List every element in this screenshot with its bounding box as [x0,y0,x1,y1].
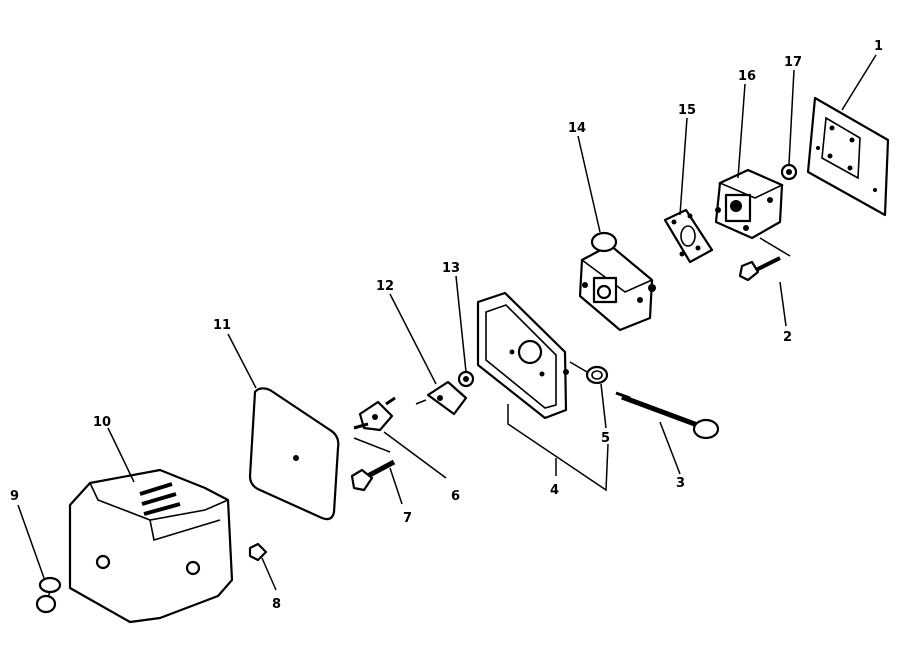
callout-4: 4 [550,483,559,498]
callout-3: 3 [676,476,685,491]
callout-1: 1 [874,39,883,54]
part-1-gasket [806,96,890,217]
part-5-fitting [569,361,609,385]
part-9-knob [35,576,62,614]
part-7-bolt [350,459,396,492]
callout-12: 12 [376,279,394,294]
callout-15: 15 [678,103,696,118]
callout-labels: 1 2 3 4 5 6 7 8 9 10 11 12 13 14 15 16 1… [10,39,883,612]
part-3-choke-rod [615,391,720,440]
part-2-bolt [738,256,781,282]
callout-6: 6 [451,489,460,504]
callout-14: 14 [568,121,586,136]
callout-11: 11 [213,318,231,333]
part-8-nut [248,542,268,562]
part-13-washer [457,370,475,388]
callout-17: 17 [784,55,802,70]
part-17-nut [780,163,798,181]
part-11-filter [248,387,340,521]
callout-13: 13 [442,261,460,276]
callout-9: 9 [10,489,19,504]
part-14-carburetor [578,231,656,332]
callout-16: 16 [738,69,756,84]
part-6-choke-lever [353,396,396,432]
part-15-gasket [663,208,714,264]
part-16-carb-body [714,168,784,240]
callout-2: 2 [783,330,792,345]
callout-8: 8 [272,597,281,612]
part-4-filter-base [476,291,569,420]
leader-lines [17,54,877,591]
callout-5: 5 [601,431,610,446]
part-10-filter-cover [68,468,234,624]
callout-7: 7 [403,511,412,526]
callout-10: 10 [93,415,111,430]
part-12-choke-plate [415,380,468,416]
